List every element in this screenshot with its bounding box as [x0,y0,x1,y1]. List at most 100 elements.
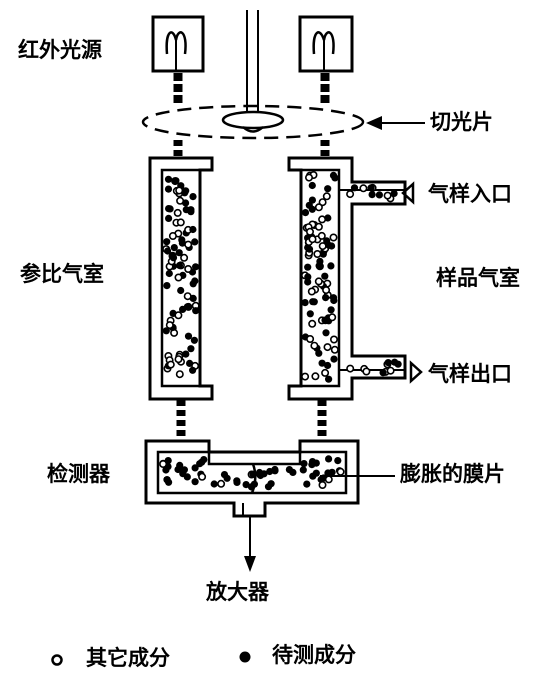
sample-gas-particle [301,299,309,307]
reference-gas-particle [173,208,182,217]
reference-gas-particle [176,196,185,205]
inlet-gas-particle [383,191,392,200]
sample-inlet-label: 气样入口 [428,182,512,206]
sample-gas-particle [324,214,332,222]
ir-source-label: 红外光源 [18,38,102,62]
detector-gas-particle [324,475,333,484]
detector-gas-particle [191,478,199,486]
sample-gas-particle [314,203,323,212]
sample-gas-particle [329,233,338,242]
legend-other-label: 其它成分 [86,646,170,670]
sample-gas-particle [317,231,326,240]
reference-gas-particle [172,177,180,185]
ir-lamp-left [151,15,205,73]
sample-gas-particle [318,242,327,251]
outlet-gas-particle [386,366,395,375]
reference-gas-particle [164,175,173,183]
ir-beam-left [173,73,186,441]
reference-gas-particle [189,225,197,234]
detector-gas-particle [312,469,320,477]
detector-gas-particle [271,467,279,475]
sample-gas-particle [308,319,317,328]
sample-gas-particle [321,272,329,280]
outlet-gas-particle [391,358,399,366]
sample-gas-particle [313,250,322,259]
reference-gas-particle [177,286,185,295]
sample-gas-particle [322,286,331,295]
detector-gas-particle [299,466,307,474]
inlet-gas-particle [375,191,383,199]
legend-measured-icon [239,651,251,663]
reference-gas-particle [175,249,183,257]
detector-gas-particle [260,470,268,478]
detector-gas-particle [336,467,345,476]
reference-gas-particle [163,238,171,246]
reference-gas-particle [183,292,192,301]
sample-gas-particle [330,345,339,354]
detector-body [144,439,360,518]
sample-gas-particle [329,335,338,344]
sample-gas-particle [315,262,323,270]
reference-gas-particle [189,366,197,374]
chopper-label: 切光片 [430,110,493,134]
detector-gas-particle [303,480,311,488]
detector-gas-particle [180,466,188,474]
detector-gas-particle [198,472,207,481]
detector-gas-particle [242,481,250,489]
ir-lamp-right [298,15,354,73]
inlet-gas-particle [367,184,375,192]
inlet-gas-particle [368,191,376,199]
reference-gas-particle [162,327,170,335]
sample-gas-particle [321,316,329,324]
detector-gas-particle [266,467,274,476]
sample-gas-particle [308,205,316,213]
membrane-label: 膨胀的膜片 [400,462,505,486]
sample-outlet-label: 气样出口 [428,362,512,386]
sample-gas-particle [314,277,323,286]
reference-gas-particle [189,193,197,201]
ir-beam-right [317,73,330,441]
reference-gas-particle [179,305,187,313]
inlet-gas-particle [359,184,368,193]
reference-gas-particle [165,214,173,222]
detector-gas-particle [159,459,168,468]
reference-gas-particle [175,261,184,270]
chopper-shaft [246,10,259,113]
outlet-gas-particle [346,364,355,373]
sample-gas-particle [314,222,323,231]
reference-gas-particle [191,238,199,246]
outlet-gas-particle [379,369,387,377]
sample-cell-label: 样品气室 [436,266,520,290]
sample-gas-particle [305,245,314,253]
reference-gas-particle [164,185,173,193]
detector-gas-particle [223,474,231,482]
reference-gas-particle [166,360,175,369]
inlet-gas-particle [346,190,355,199]
sample-gas-particle [327,262,335,270]
sample-gas-particle [305,227,314,236]
inlet-arrow-icon [401,181,415,205]
reference-gas-particle [175,186,184,195]
reference-gas-particle [180,253,189,262]
sample-gas-particle [301,209,310,217]
sample-gas-particle [327,306,335,314]
detector-label: 检测器 [47,462,110,486]
detector-gas-particle [308,458,317,466]
sample-gas-particle [321,368,330,377]
inlet-gas-particle [350,184,359,192]
reference-gas-particle [175,370,184,379]
inlet-gas-particle [390,189,398,197]
detector-gas-particle [233,477,241,485]
sample-gas-particle [325,375,333,383]
reference-cell-label: 参比气室 [20,262,104,286]
detector-gas-particle [289,468,297,476]
amplifier-label: 放大器 [206,580,269,604]
detector-gas-particle [191,464,199,472]
sample-gas-particle [324,361,332,370]
detector-gas-particle [198,458,206,466]
reference-cell [148,156,214,401]
detector-gas-particle [217,479,226,488]
reference-gas-particle [190,336,198,344]
detector-gas-particle [247,483,256,491]
